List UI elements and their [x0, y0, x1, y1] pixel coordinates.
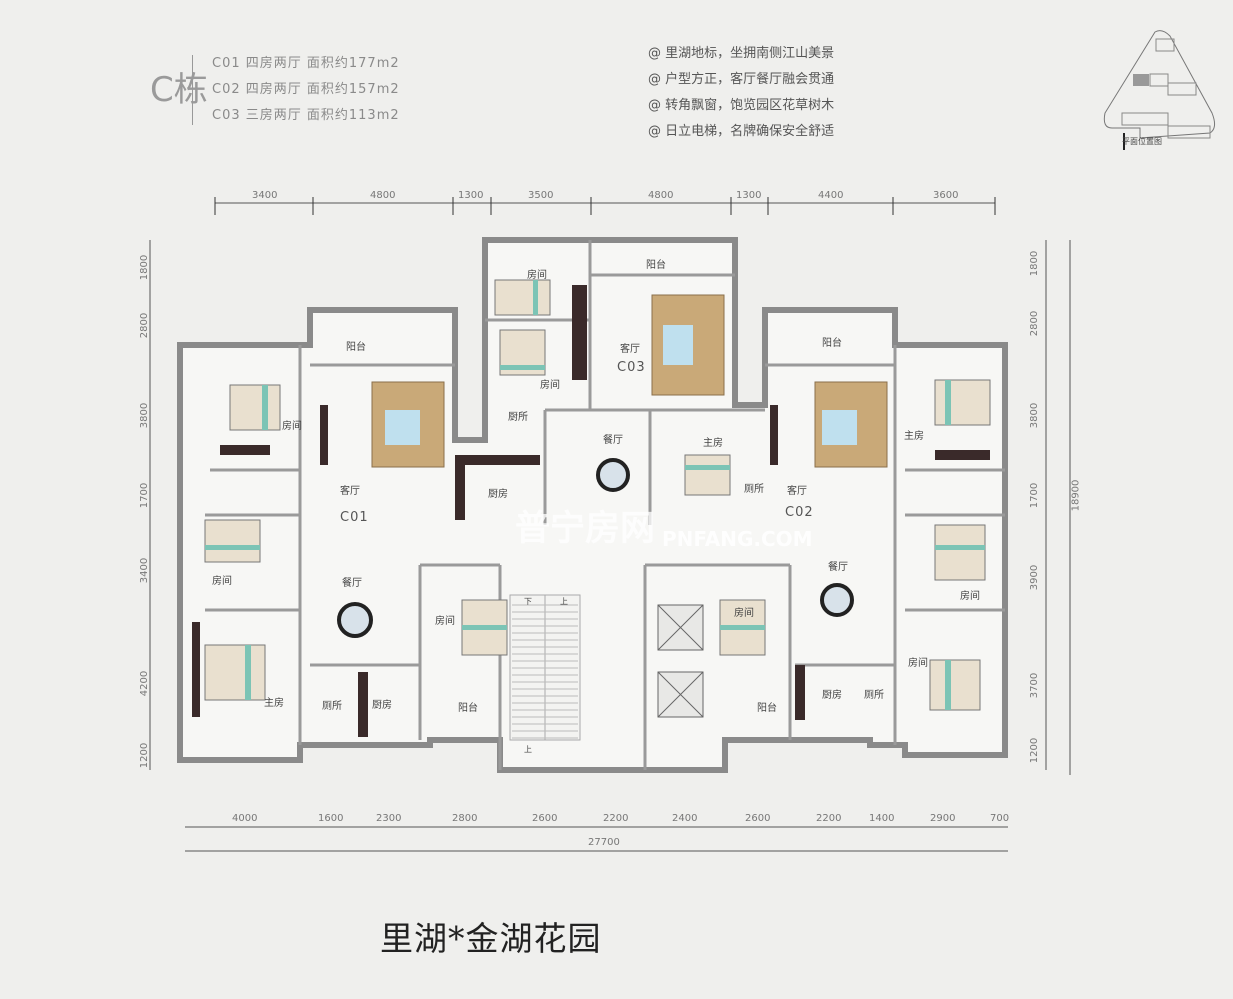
watermark-url: PNFANG.COM: [662, 527, 813, 551]
room-label: 客厅: [620, 344, 640, 355]
room-label: 阳台: [822, 338, 842, 349]
dim-bottom-9: 2200: [816, 813, 842, 824]
dim-left-1: 1800: [139, 254, 151, 281]
dim-bottom-5: 2600: [532, 813, 558, 824]
site-plan-map: [1103, 30, 1216, 150]
room-label: 房间: [960, 591, 980, 602]
dim-top-2: 4800: [370, 190, 396, 201]
unit-legend-c03: C03 三房两厅 面积约113m2: [212, 108, 400, 123]
room-label: 餐厅: [603, 435, 623, 446]
dim-top-1: 3400: [252, 190, 278, 201]
dim-bottom-2: 1600: [318, 813, 344, 824]
dim-top-3: 1300: [458, 190, 484, 201]
room-label: 主房: [703, 438, 723, 449]
room-label: 主房: [904, 431, 924, 442]
room-label: 阳台: [757, 703, 777, 714]
feature-1: @ 里湖地标，坐拥南侧江山美景: [648, 46, 835, 61]
room-label: 房间: [527, 270, 547, 281]
watermark-logo: 普宁房网: [515, 509, 656, 549]
dim-right-total: 18900: [1070, 479, 1082, 512]
dim-bottom-3: 2300: [376, 813, 402, 824]
stair-up-label-2: 上: [524, 745, 532, 754]
dim-right-3: 3800: [1029, 402, 1041, 429]
dim-bottom-10: 1400: [869, 813, 895, 824]
dim-right-7: 1200: [1029, 737, 1041, 764]
room-label: 房间: [282, 421, 302, 432]
room-label: 阳台: [646, 260, 666, 271]
feature-2: @ 户型方正，客厅餐厅融会贯通: [648, 72, 835, 87]
room-label: 房间: [734, 608, 754, 619]
dim-right-5: 3900: [1029, 564, 1041, 591]
room-label: 房间: [435, 616, 455, 627]
dim-bottom-4: 2800: [452, 813, 478, 824]
dim-left-4: 1700: [139, 482, 151, 509]
room-label: 房间: [540, 380, 560, 391]
feature-4: @ 日立电梯，名牌确保安全舒适: [648, 124, 835, 139]
dim-top-7: 4400: [818, 190, 844, 201]
dim-bottom-total: 27700: [588, 837, 620, 848]
unit-label-c03: C03: [617, 360, 646, 375]
unit-label-c01: C01: [340, 510, 369, 525]
dim-bottom-7: 2400: [672, 813, 698, 824]
dim-bottom-1: 4000: [232, 813, 258, 824]
dim-left-5: 3400: [139, 557, 151, 584]
room-label: 客厅: [787, 486, 807, 497]
room-label: 餐厅: [342, 578, 362, 589]
dim-right-1: 1800: [1029, 250, 1041, 277]
dim-bottom-8: 2600: [745, 813, 771, 824]
room-label: 厕所: [864, 690, 884, 701]
dim-right-4: 1700: [1029, 482, 1041, 509]
dim-left-7: 1200: [139, 742, 151, 769]
page-title: 里湖*金湖花园: [380, 919, 602, 958]
stair-down-label: 下: [524, 597, 532, 606]
dim-bottom-12: 700: [990, 813, 1010, 824]
dim-left-3: 3800: [139, 402, 151, 429]
dim-left-2: 2800: [139, 312, 151, 339]
building-label: C栋: [150, 70, 208, 110]
room-label: 餐厅: [828, 562, 848, 573]
dim-right-2: 2800: [1029, 310, 1041, 337]
dim-top-8: 3600: [933, 190, 959, 201]
unit-label-c02: C02: [785, 505, 814, 520]
dim-top-6: 1300: [736, 190, 762, 201]
dim-top-4: 3500: [528, 190, 554, 201]
site-plan-caption: 平面位置图: [1122, 137, 1162, 146]
room-label: 房间: [908, 658, 928, 669]
dim-right-6: 3700: [1029, 672, 1041, 699]
dim-bottom-6: 2200: [603, 813, 629, 824]
room-label: 厨房: [822, 690, 842, 701]
dim-bottom-11: 2900: [930, 813, 956, 824]
divider: [192, 55, 193, 125]
room-label: 阳台: [346, 342, 366, 353]
room-label: 厨房: [372, 700, 392, 711]
room-label: 厨房: [488, 489, 508, 500]
room-label: 房间: [212, 576, 232, 587]
room-label: 阳台: [458, 703, 478, 714]
room-label: 厕所: [322, 701, 342, 712]
dim-left-6: 4200: [139, 670, 151, 697]
stair-up-label: 上: [560, 597, 568, 606]
dim-top-5: 4800: [648, 190, 674, 201]
feature-3: @ 转角飘窗，饱览园区花草树木: [648, 98, 835, 113]
room-label: 客厅: [340, 486, 360, 497]
room-label: 主房: [264, 698, 284, 709]
room-label: 厕所: [744, 484, 764, 495]
unit-legend-c02: C02 四房两厅 面积约157m2: [212, 82, 400, 97]
unit-legend-c01: C01 四房两厅 面积约177m2: [212, 56, 400, 71]
room-label: 厨所: [508, 412, 528, 423]
